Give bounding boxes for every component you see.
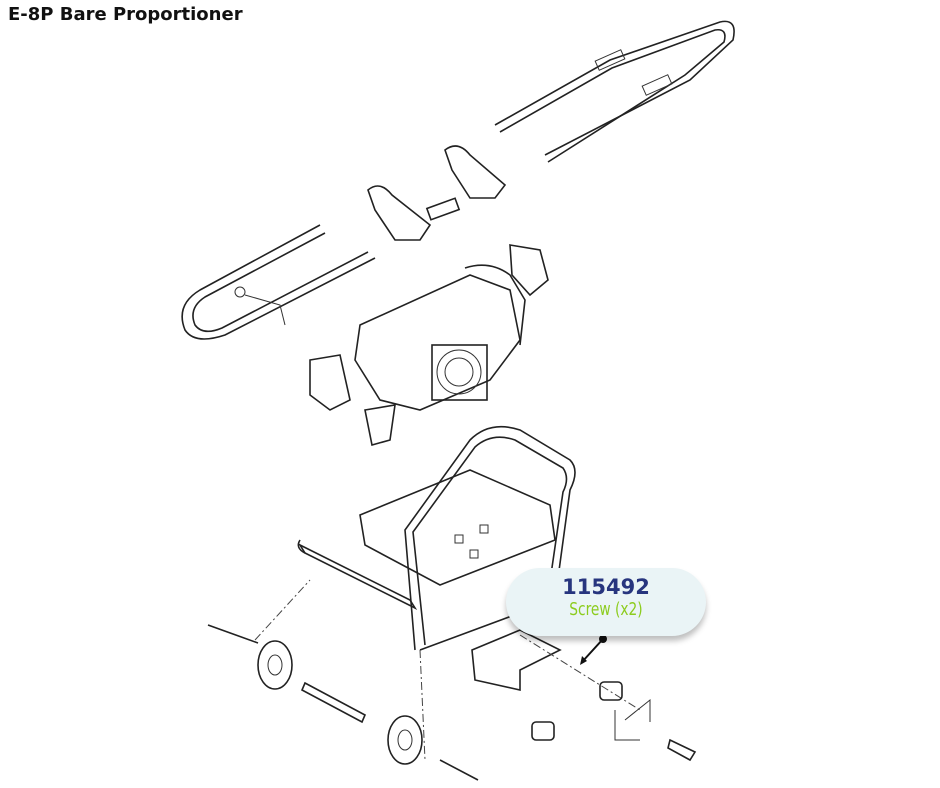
upper-handle [494,20,735,163]
lower-handle [181,224,376,340]
diagram-title: E-8P Bare Proportioner [8,4,243,25]
callout-leader-arrow [580,635,607,665]
wheels-and-axle [207,579,479,781]
mounting-bracket-parts [471,629,697,762]
motor-pump-assembly [309,244,549,447]
part-description: Screw (x2) [569,599,643,620]
cart-frame [297,425,576,651]
part-callout: 115492 Screw (x2) [506,568,706,636]
handle-brackets [367,145,507,241]
part-number: 115492 [562,575,650,599]
